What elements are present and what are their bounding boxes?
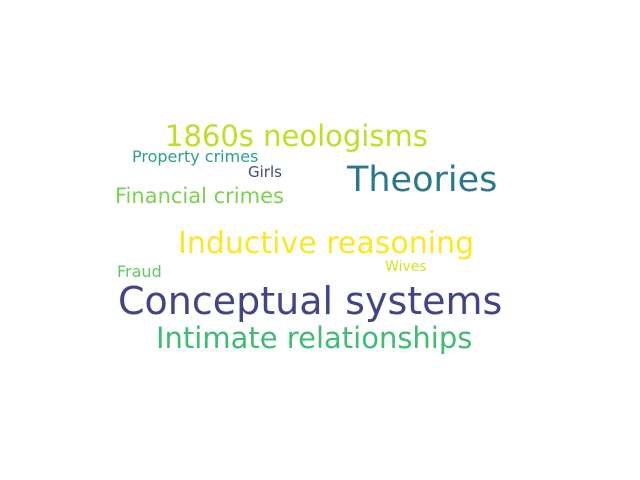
word-financial-crimes: Financial crimes [115, 184, 284, 208]
word-girls: Girls [248, 163, 282, 181]
word-property-crimes: Property crimes [132, 147, 259, 166]
word-conceptual-systems: Conceptual systems [118, 279, 503, 323]
word-inductive-reasoning: Inductive reasoning [178, 226, 475, 261]
word-intimate-relationships: Intimate relationships [156, 321, 473, 355]
word-1860s-neologisms: 1860s neologisms [165, 119, 428, 153]
word-theories: Theories [347, 160, 498, 200]
word-fraud: Fraud [117, 262, 162, 281]
word-wives: Wives [385, 259, 427, 275]
